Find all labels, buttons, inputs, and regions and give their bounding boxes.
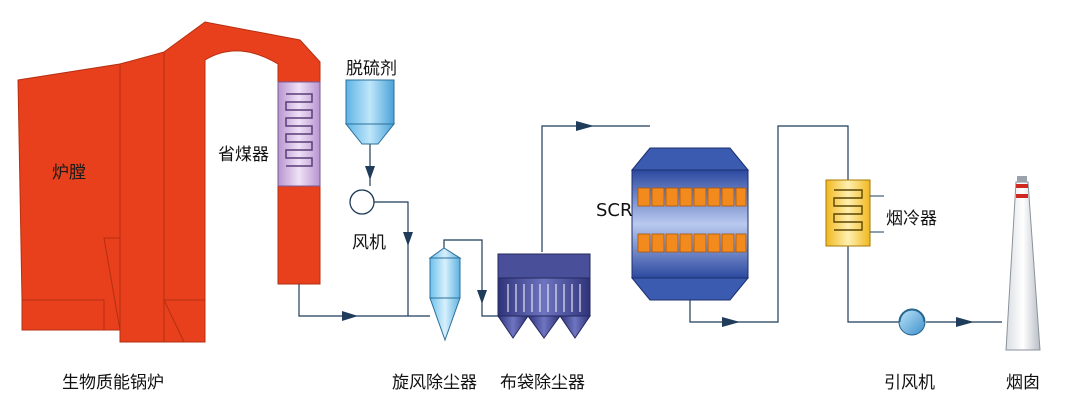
boiler-label: 生物质能锅炉 bbox=[62, 373, 164, 393]
feeder-fan bbox=[349, 189, 375, 215]
furnace-label: 炉膛 bbox=[52, 163, 86, 183]
cyclone-dust-collector bbox=[428, 247, 462, 342]
induced-fan-label: 引风机 bbox=[884, 373, 935, 393]
desulfurizer-label: 脱硫剂 bbox=[346, 59, 397, 79]
chimney-label: 烟囱 bbox=[1006, 373, 1040, 393]
induced-draft-fan bbox=[898, 308, 926, 336]
flow-arrows bbox=[342, 121, 974, 327]
flue-gas-cooler bbox=[825, 179, 884, 247]
boiler-base bbox=[21, 299, 105, 331]
economizer-label: 省煤器 bbox=[218, 145, 269, 165]
scr-reactor bbox=[630, 147, 750, 301]
economizer bbox=[277, 81, 321, 187]
flue-cooler-label: 烟冷器 bbox=[886, 209, 937, 229]
cyclone-label: 旋风除尘器 bbox=[392, 373, 477, 393]
chimney bbox=[1005, 176, 1041, 351]
desulfurizer-silo bbox=[344, 79, 396, 145]
baghouse-dust-collector bbox=[497, 253, 591, 339]
baghouse-label: 布袋除尘器 bbox=[500, 373, 585, 393]
fan-label: 风机 bbox=[352, 233, 386, 253]
scr-label: SCR bbox=[596, 200, 633, 221]
